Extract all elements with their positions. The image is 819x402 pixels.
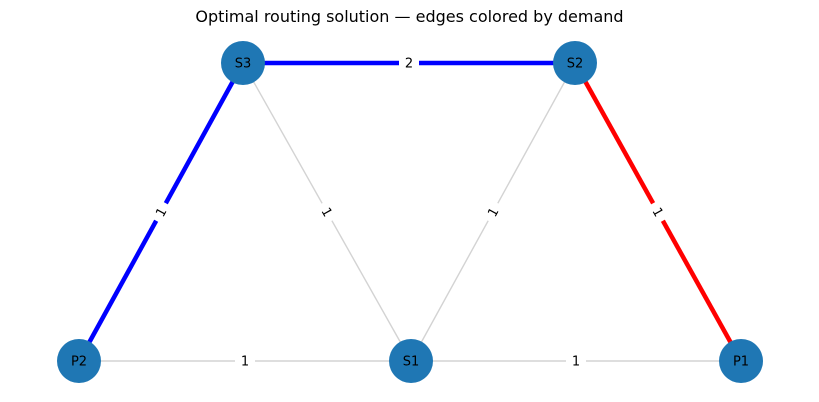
- node-S3: [221, 41, 265, 85]
- node-label-P2: P2: [71, 355, 87, 370]
- edge-label-S3-S2: 2: [405, 57, 413, 72]
- node-S2: [553, 41, 597, 85]
- node-label-S1: S1: [403, 355, 420, 370]
- node-P1: [719, 339, 763, 383]
- node-P2: [57, 339, 101, 383]
- edge-label-bg: [480, 199, 506, 225]
- edge-label-bg: [235, 352, 255, 370]
- edge-label-group-S2-P1: 1: [645, 199, 671, 225]
- edge-label-P2-S1: 1: [241, 355, 249, 370]
- edge-label-group-P2-S1: 1: [235, 352, 255, 370]
- edge-label-bg: [645, 199, 671, 225]
- edge-label-group-S3-P2: 1: [148, 199, 174, 225]
- node-S1: [389, 339, 433, 383]
- edge-label-group-S2-S1: 1: [480, 199, 506, 225]
- edge-label-bg: [148, 199, 174, 225]
- node-label-S3: S3: [235, 57, 252, 72]
- node-label-P1: P1: [733, 355, 749, 370]
- edge-label-group-S3-S1: 1: [314, 199, 340, 225]
- edge-label-group-S1-P1: 1: [566, 352, 586, 370]
- edge-label-bg: [566, 352, 586, 370]
- edge-label-group-S3-S2: 2: [399, 54, 419, 72]
- edge-label-bg: [314, 199, 340, 225]
- node-label-S2: S2: [567, 57, 584, 72]
- figure-title: Optimal routing solution — edges colored…: [195, 7, 624, 26]
- edge-label-bg: [399, 54, 419, 72]
- edge-label-S1-P1: 1: [572, 355, 580, 370]
